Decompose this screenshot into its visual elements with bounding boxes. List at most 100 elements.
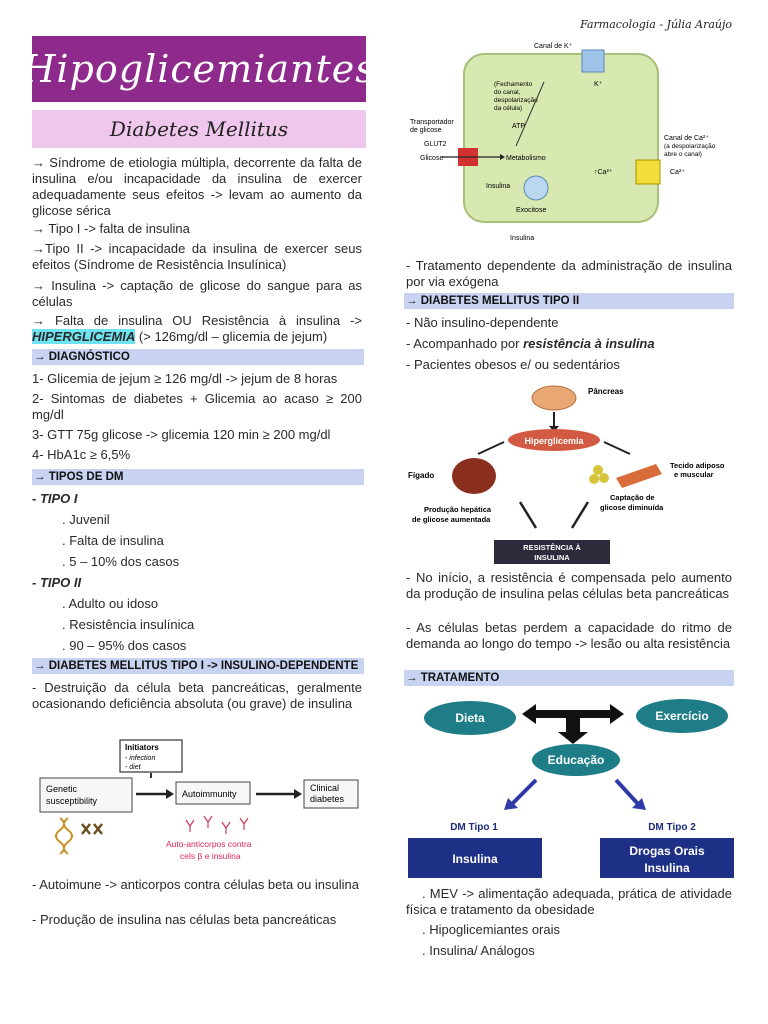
- section-dm1: → DIABETES MELLITUS TIPO I -> INSULINO-D…: [32, 658, 364, 674]
- section-tipos: → TIPOS DE DM: [32, 469, 364, 485]
- fechamento-3: despolarização: [494, 97, 538, 104]
- clinical-label-1: Clinical: [310, 783, 339, 793]
- diag-item-1: 1- Glicemia de jejum ≥ 126 mg/dl -> jeju…: [32, 371, 338, 386]
- dna-icon: [55, 817, 73, 855]
- dm1-paragraph-1: - Destruição da célula beta pancreáticas…: [32, 680, 362, 711]
- page-title: Hipoglicemiantes: [22, 36, 375, 102]
- intro-paragraph-4: → Insulina -> captação de glicose do san…: [32, 278, 362, 309]
- uptake-label-2: glicose diminuída: [600, 503, 664, 512]
- k-channel-label: Canal de K⁺: [534, 43, 573, 50]
- treatment-item-2: . Hipoglicemiantes orais: [422, 922, 561, 937]
- section-tratamento: → TRATAMENTO: [404, 670, 734, 686]
- dm2-item-2: - Acompanhado por resistência à insulina: [406, 336, 732, 352]
- glucose-label: Glicose: [420, 155, 443, 162]
- tipo-1-item-2: . Falta de insulina: [62, 533, 164, 548]
- metabolism-label: Metabolismo: [506, 155, 546, 162]
- initiators-label: Initiators: [125, 743, 159, 752]
- beta-cell-figure: Canal de K⁺ K⁺ (Fechamento do canal, des…: [410, 43, 716, 242]
- insulin-box: Insulina: [452, 852, 498, 866]
- chromosome-icon: [81, 823, 103, 835]
- exocytosis-label: Exocitose: [516, 207, 546, 214]
- tipo-2-item-2: . Resistência insulínica: [62, 617, 195, 632]
- transporter-label-2: de glicose: [410, 127, 442, 134]
- diet-label: - diet: [125, 764, 142, 771]
- antibodies-icon: [185, 815, 249, 834]
- clinical-label-2: diabetes: [310, 794, 345, 804]
- treatment-item-1: . MEV -> alimentação adequada, prática d…: [406, 886, 732, 917]
- section-dm2: → DIABETES MELLITUS TIPO II: [404, 293, 734, 309]
- page-subtitle: Diabetes Mellitus: [32, 110, 366, 148]
- hepatic-production-1: Produção hepática: [424, 505, 492, 514]
- resistance-label-2: INSULINA: [534, 553, 570, 562]
- hyperglycemia-label: Hiperglicemia: [524, 436, 584, 446]
- autoimmunity-label: Autoimmunity: [182, 789, 237, 799]
- dm2-item-1: - Não insulino-dependente: [406, 315, 559, 330]
- intro-paragraph-1: → Síndrome de etiologia múltipla, decorr…: [32, 155, 362, 218]
- oral-drugs-box-1: Drogas Orais: [629, 844, 705, 858]
- fechamento-4: da célula): [494, 105, 522, 112]
- genetic-label-2: susceptibility: [46, 796, 98, 806]
- intro-paragraph-5: → Falta de insulina OU Resistência à ins…: [32, 313, 362, 345]
- tipo-2-label: - TIPO II: [32, 575, 82, 590]
- liver-icon: [452, 458, 496, 494]
- ca-label: Ca²⁺: [670, 169, 685, 176]
- section-diagnostico: → DIAGNÓSTICO: [32, 349, 364, 365]
- dm1-paragraph-2: - Autoimune -> anticorpos contra células…: [32, 877, 359, 892]
- exercise-node: Exercício: [655, 709, 708, 723]
- education-node: Educação: [548, 753, 605, 767]
- hepatic-production-2: de glicose aumentada: [412, 515, 491, 524]
- dm1-paragraph-3: - Produção de insulina nas células beta …: [32, 912, 337, 927]
- glut2-label: GLUT2: [424, 141, 447, 148]
- dm-type-2-label: DM Tipo 2: [648, 822, 696, 833]
- ca-channel-label-2: (a despolarização: [664, 143, 716, 150]
- pancreas-label: Pâncreas: [588, 387, 624, 396]
- insulin-resistance-cycle-figure: Pâncreas Hiperglicemia Fígado Tecido adi…: [408, 385, 725, 564]
- antibodies-label-2: cels β e insulina: [180, 851, 241, 861]
- transporter-label-1: Transportador: [410, 119, 454, 126]
- ca-channel-label-3: abre o canal): [664, 151, 702, 158]
- fechamento-1: (Fechamento: [494, 81, 533, 88]
- intro-paragraph-3: →Tipo II -> incapacidade da insulina de …: [32, 241, 362, 272]
- fat-cells-icon: [589, 465, 609, 484]
- insulin-vesicle-label: Insulina: [486, 183, 510, 190]
- antibodies-label-1: Auto-anticorpos contra: [166, 839, 252, 849]
- tipo-2-item-1: . Adulto ou idoso: [62, 596, 159, 611]
- tipo-1-item-1: . Juvenil: [62, 512, 110, 527]
- author-signature: Farmacologia - Júlia Araújo: [580, 18, 732, 31]
- diag-item-4: 4- HbA1c ≥ 6,5%: [32, 447, 131, 462]
- treatment-item-3: . Insulina/ Análogos: [422, 943, 535, 958]
- liver-label: Fígado: [408, 471, 434, 480]
- dm2-item-3: - Pacientes obesos e/ ou sedentários: [406, 357, 620, 372]
- dm2-paragraph-3: - As células betas perdem a capacidade d…: [406, 620, 732, 651]
- tipo-1-label: - TIPO I: [32, 491, 78, 506]
- atp-label: ATP: [512, 123, 525, 130]
- diag-item-3: 3- GTT 75g glicose -> glicemia 120 min ≥…: [32, 427, 331, 442]
- dm2-item-2-a: - Acompanhado por: [406, 336, 520, 351]
- dm2-item-2-b: resistência à insulina: [523, 336, 655, 351]
- converging-arrow: [522, 704, 624, 744]
- fechamento-2: do canal,: [494, 89, 521, 96]
- tissue-label-2: e muscular: [674, 470, 714, 479]
- diet-node: Dieta: [455, 711, 485, 725]
- insulin-released-label: Insulina: [510, 235, 534, 242]
- autoimmunity-figure: Initiators - infection - diet Genetic su…: [39, 739, 359, 861]
- hiperglicemia-highlight: HIPERGLICEMIA: [32, 329, 136, 344]
- intro-paragraph-2: → Tipo I -> falta de insulina: [32, 221, 190, 236]
- diag-item-2: 2- Sintomas de diabetes + Glicemia ao ac…: [32, 391, 362, 422]
- k-label: K⁺: [594, 81, 603, 88]
- intro-5-text-a: → Falta de insulina OU Resistência à ins…: [32, 313, 362, 328]
- ca-increase-label: ↑Ca²⁺: [594, 169, 613, 176]
- pancreas-icon: [531, 385, 577, 411]
- dm1-treatment-paragraph: - Tratamento dependente da administração…: [406, 258, 732, 289]
- treatment-figure: Dieta Exercício Educação DM Tipo 1 DM Ti…: [408, 699, 734, 878]
- genetic-label-1: Genetic: [46, 784, 78, 794]
- infection-label: - infection: [125, 755, 155, 762]
- ca-channel-label: Canal de Ca²⁺: [664, 135, 709, 142]
- dm2-paragraph-2: - No início, a resistência é compensada …: [406, 570, 732, 601]
- intro-5-text-c: (> 126mg/dl – glicemia de jejum): [138, 329, 328, 344]
- dm-type-1-label: DM Tipo 1: [450, 822, 498, 833]
- muscle-icon: [616, 464, 662, 488]
- tissue-label-1: Tecido adiposo: [670, 461, 725, 470]
- tipo-1-item-3: . 5 – 10% dos casos: [62, 554, 180, 569]
- oral-drugs-box-2: Insulina: [644, 861, 690, 875]
